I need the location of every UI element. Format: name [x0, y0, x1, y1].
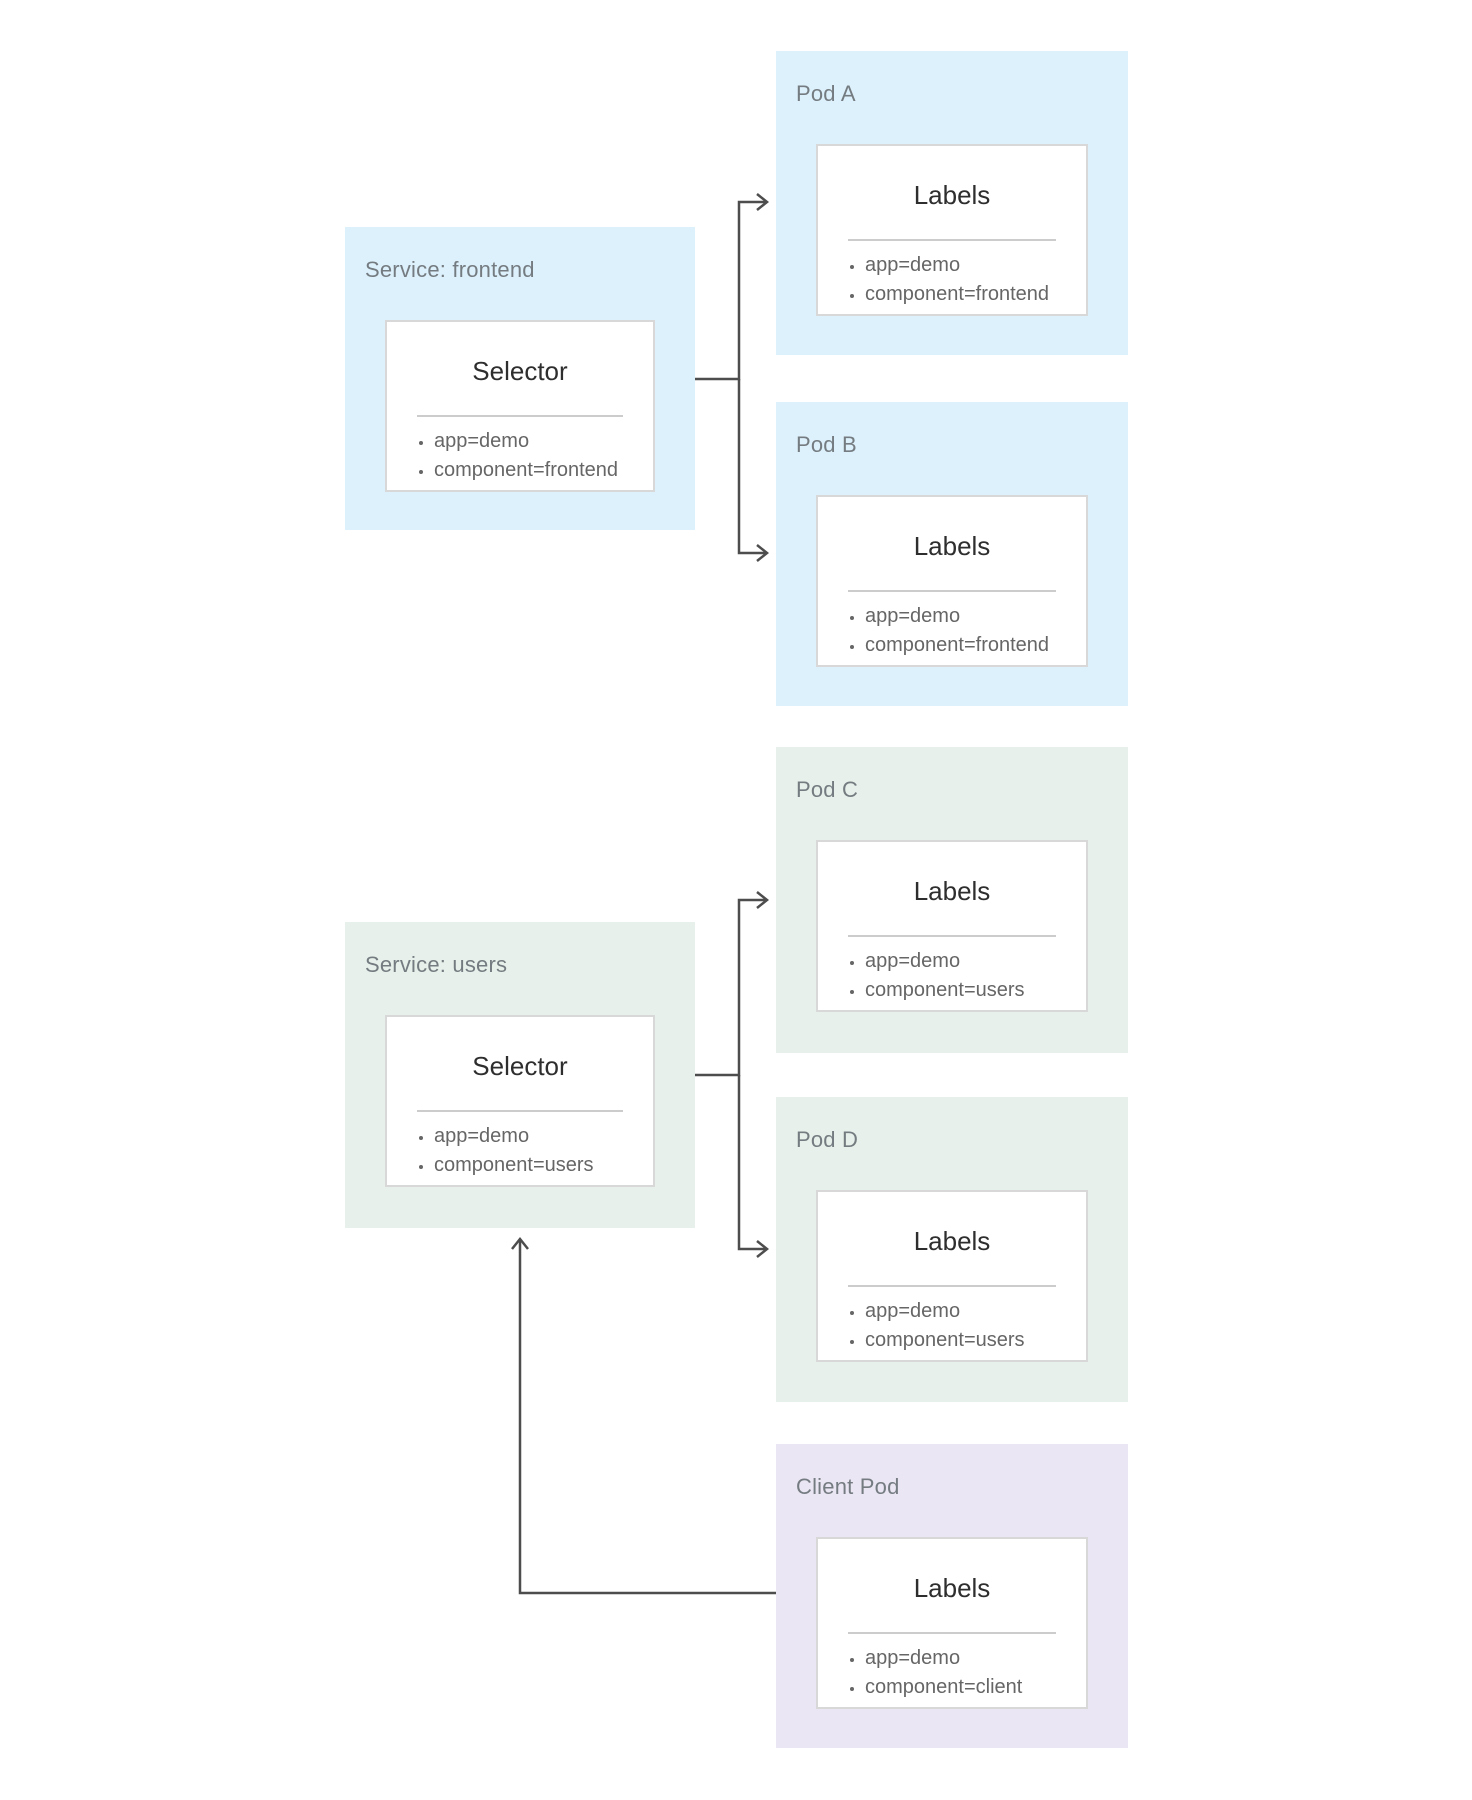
service-frontend-box: Service: frontend Selector app=demo comp…: [345, 227, 695, 530]
pod-c-title: Pod C: [796, 777, 859, 802]
card-divider: [848, 1285, 1056, 1287]
selector-item: component=users: [434, 1151, 643, 1180]
labels-heading: Labels: [913, 531, 991, 561]
selector-heading: Selector: [472, 1051, 568, 1081]
labels-heading: Labels: [913, 1573, 991, 1603]
arrow-users-to-pod-d: [737, 1075, 770, 1258]
card-divider: [848, 590, 1056, 592]
service-users-title: Service: users: [365, 952, 508, 977]
labels-card-client-pod: Labels app=demo component=client: [816, 1537, 1088, 1709]
labels-list: app=demo component=frontend: [818, 251, 1086, 309]
selector-list: app=demo component=users: [387, 1122, 653, 1180]
client-pod-title: Client Pod: [796, 1474, 900, 1499]
selector-card-frontend: Selector app=demo component=frontend: [385, 320, 655, 492]
label-item: component=client: [865, 1673, 1076, 1702]
arrow-frontend-to-pod-a: [695, 193, 770, 381]
label-item: app=demo: [865, 251, 1076, 280]
card-divider: [848, 935, 1056, 937]
arrow-client-to-service-users: [511, 1236, 776, 1595]
client-pod-box: Client Pod Labels app=demo component=cli…: [776, 1444, 1128, 1748]
card-divider: [417, 1110, 623, 1112]
selector-item: app=demo: [434, 427, 643, 456]
labels-card-pod-a: Labels app=demo component=frontend: [816, 144, 1088, 316]
label-item: component=users: [865, 1326, 1076, 1355]
labels-list: app=demo component=frontend: [818, 602, 1086, 660]
selector-item: app=demo: [434, 1122, 643, 1151]
selector-list: app=demo component=frontend: [387, 427, 653, 485]
pod-b-title: Pod B: [796, 432, 857, 457]
service-frontend-title: Service: frontend: [365, 257, 535, 282]
card-divider: [848, 1632, 1056, 1634]
pod-b-box: Pod B Labels app=demo component=frontend: [776, 402, 1128, 706]
label-item: component=frontend: [865, 631, 1076, 660]
labels-card-pod-d: Labels app=demo component=users: [816, 1190, 1088, 1362]
labels-card-pod-b: Labels app=demo component=frontend: [816, 495, 1088, 667]
labels-list: app=demo component=users: [818, 947, 1086, 1005]
card-divider: [848, 239, 1056, 241]
label-item: app=demo: [865, 947, 1076, 976]
label-item: app=demo: [865, 602, 1076, 631]
pod-a-title: Pod A: [796, 81, 856, 106]
label-item: app=demo: [865, 1297, 1076, 1326]
service-users-box: Service: users Selector app=demo compone…: [345, 922, 695, 1228]
selector-item: component=frontend: [434, 456, 643, 485]
label-item: component=users: [865, 976, 1076, 1005]
pod-d-title: Pod D: [796, 1127, 859, 1152]
labels-heading: Labels: [913, 876, 991, 906]
selector-card-users: Selector app=demo component=users: [385, 1015, 655, 1187]
arrow-users-to-pod-c: [695, 891, 770, 1077]
pod-d-box: Pod D Labels app=demo component=users: [776, 1097, 1128, 1402]
card-divider: [417, 415, 623, 417]
labels-list: app=demo component=client: [818, 1644, 1086, 1702]
pod-c-box: Pod C Labels app=demo component=users: [776, 747, 1128, 1053]
pod-a-box: Pod A Labels app=demo component=frontend: [776, 51, 1128, 355]
labels-card-pod-c: Labels app=demo component=users: [816, 840, 1088, 1012]
selector-heading: Selector: [472, 356, 568, 386]
labels-heading: Labels: [913, 180, 991, 210]
labels-heading: Labels: [913, 1226, 991, 1256]
labels-list: app=demo component=users: [818, 1297, 1086, 1355]
label-item: app=demo: [865, 1644, 1076, 1673]
label-item: component=frontend: [865, 280, 1076, 309]
arrow-frontend-to-pod-b: [737, 379, 770, 562]
